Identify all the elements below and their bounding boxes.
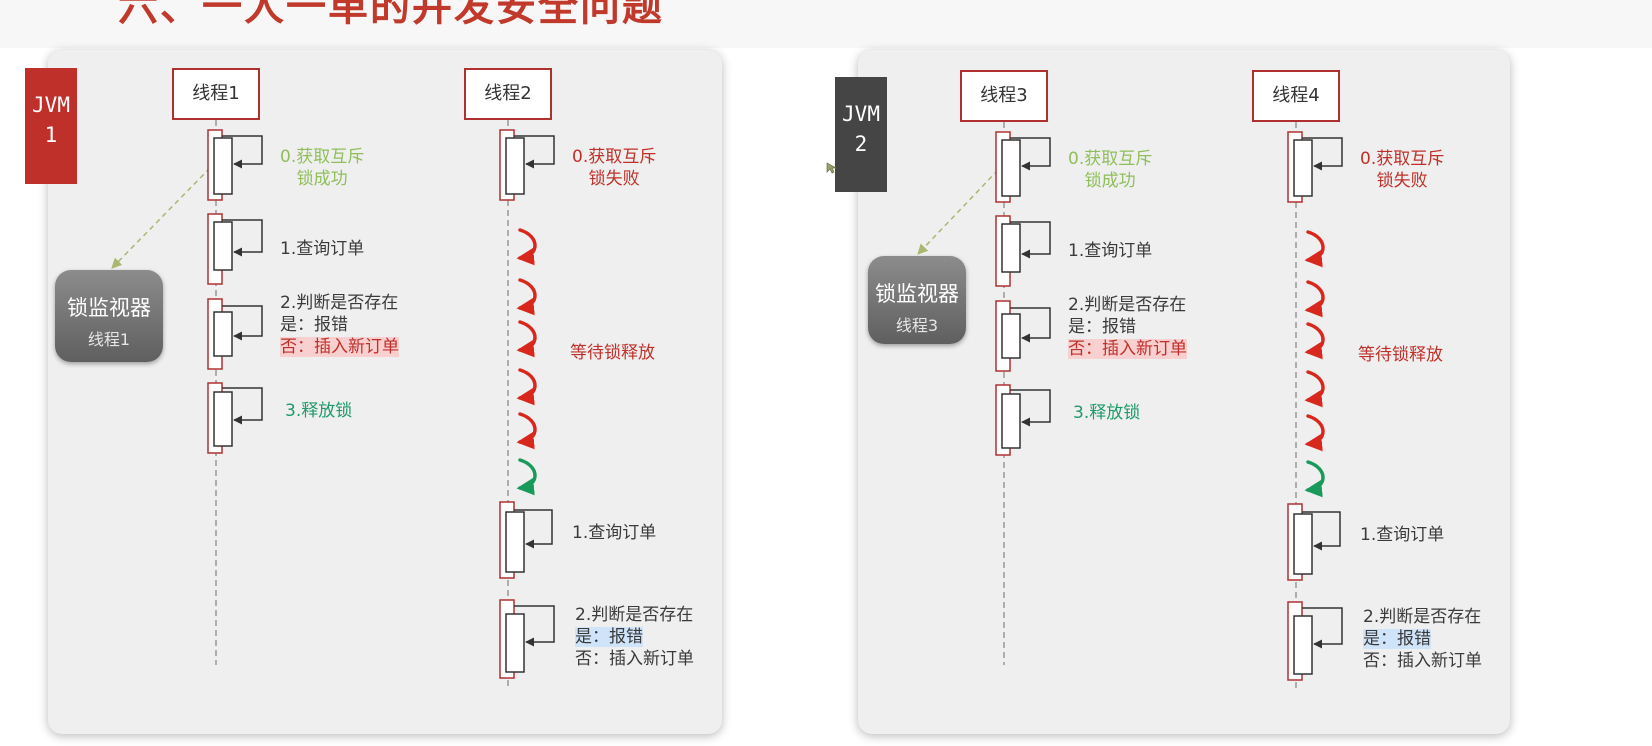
- thread1-activation-acquire: [207, 129, 263, 201]
- thread4-activation-check: [1287, 601, 1343, 681]
- thread4-header: 线程4: [1252, 70, 1340, 122]
- thread1-header: 线程1: [172, 68, 260, 120]
- thread4-check-exists: 2.判断是否存在 是：报错 否：插入新订单: [1363, 607, 1482, 671]
- jvm-number: 1: [44, 123, 58, 147]
- thread3-activation-acquire: [995, 131, 1051, 203]
- acquire-arrow-1: [111, 167, 211, 269]
- thread3-header: 线程3: [960, 70, 1048, 122]
- thread3-release-lock: 3.释放锁: [1073, 403, 1141, 423]
- jvm-number: 2: [854, 132, 868, 156]
- lock-monitor-holder: 线程3: [895, 316, 939, 335]
- lock-monitor-1: 锁监视器 线程1: [55, 270, 163, 362]
- thread2-activation-query: [499, 501, 553, 579]
- thread1-activation-release: [207, 382, 263, 454]
- thread3-query-order: 1.查询订单: [1068, 241, 1153, 261]
- thread2-error-highlight: 是：报错: [575, 627, 643, 647]
- thread1-insert-highlight: 否：插入新订单: [280, 337, 399, 357]
- thread4-query-order: 1.查询订单: [1360, 525, 1445, 545]
- thread3-acquire-success: 0.获取互斥 锁成功: [1068, 149, 1153, 191]
- thread2-query-order: 1.查询订单: [572, 523, 657, 543]
- thread4-error-highlight: 是：报错: [1363, 629, 1431, 649]
- thread1-query-order: 1.查询订单: [280, 239, 365, 259]
- thread1-activation-query: [207, 213, 263, 285]
- thread2-header: 线程2: [464, 68, 552, 120]
- mouse-cursor-icon: [826, 162, 838, 174]
- lock-monitor-title: 锁监视器: [875, 282, 959, 306]
- thread2-wait-loops: [516, 228, 537, 496]
- acquire-arrow-2: [917, 169, 999, 255]
- lock-monitor-holder: 线程1: [87, 330, 131, 349]
- lock-monitor-title: 锁监视器: [67, 296, 151, 320]
- lock-monitor-2: 锁监视器 线程3: [868, 256, 966, 344]
- thread3-activation-query: [995, 215, 1051, 287]
- jvm1-panel: [48, 50, 722, 734]
- jvm-label: JVM: [32, 93, 70, 117]
- thread2-acquire-fail: 0.获取互斥 锁失败: [572, 147, 657, 189]
- thread3-insert-highlight: 否：插入新订单: [1068, 339, 1187, 359]
- thread3-activation-release: [995, 384, 1051, 456]
- thread4-wait-loops: [1304, 230, 1325, 498]
- page-title: 六、一人一单的并发安全问题: [118, 0, 664, 30]
- thread4-wait-release: 等待锁释放: [1358, 345, 1443, 365]
- thread1-acquire-success: 0.获取互斥 锁成功: [280, 147, 365, 189]
- thread4-acquire-fail: 0.获取互斥 锁失败: [1360, 149, 1445, 191]
- jvm1-badge: JVM 1: [25, 68, 77, 184]
- thread4-activation-acquire: [1287, 131, 1343, 203]
- thread2-activation-acquire: [499, 129, 555, 201]
- thread3-activation-check: [995, 300, 1051, 372]
- thread3-check-exists: 2.判断是否存在 是：报错 否：插入新订单: [1068, 295, 1187, 359]
- jvm-label: JVM: [842, 102, 880, 126]
- thread2-check-exists: 2.判断是否存在 是：报错 否：插入新订单: [575, 605, 694, 669]
- jvm2-badge: JVM 2: [835, 77, 887, 192]
- thread1-release-lock: 3.释放锁: [285, 401, 353, 421]
- thread2-wait-release: 等待锁释放: [570, 343, 655, 363]
- thread4-activation-query: [1287, 503, 1341, 581]
- header-bar: 六、一人一单的并发安全问题: [0, 0, 1652, 48]
- thread2-activation-check: [499, 599, 555, 679]
- jvm2-panel: [858, 50, 1510, 734]
- thread1-activation-check: [207, 298, 263, 370]
- thread1-check-exists: 2.判断是否存在 是：报错 否：插入新订单: [280, 293, 399, 357]
